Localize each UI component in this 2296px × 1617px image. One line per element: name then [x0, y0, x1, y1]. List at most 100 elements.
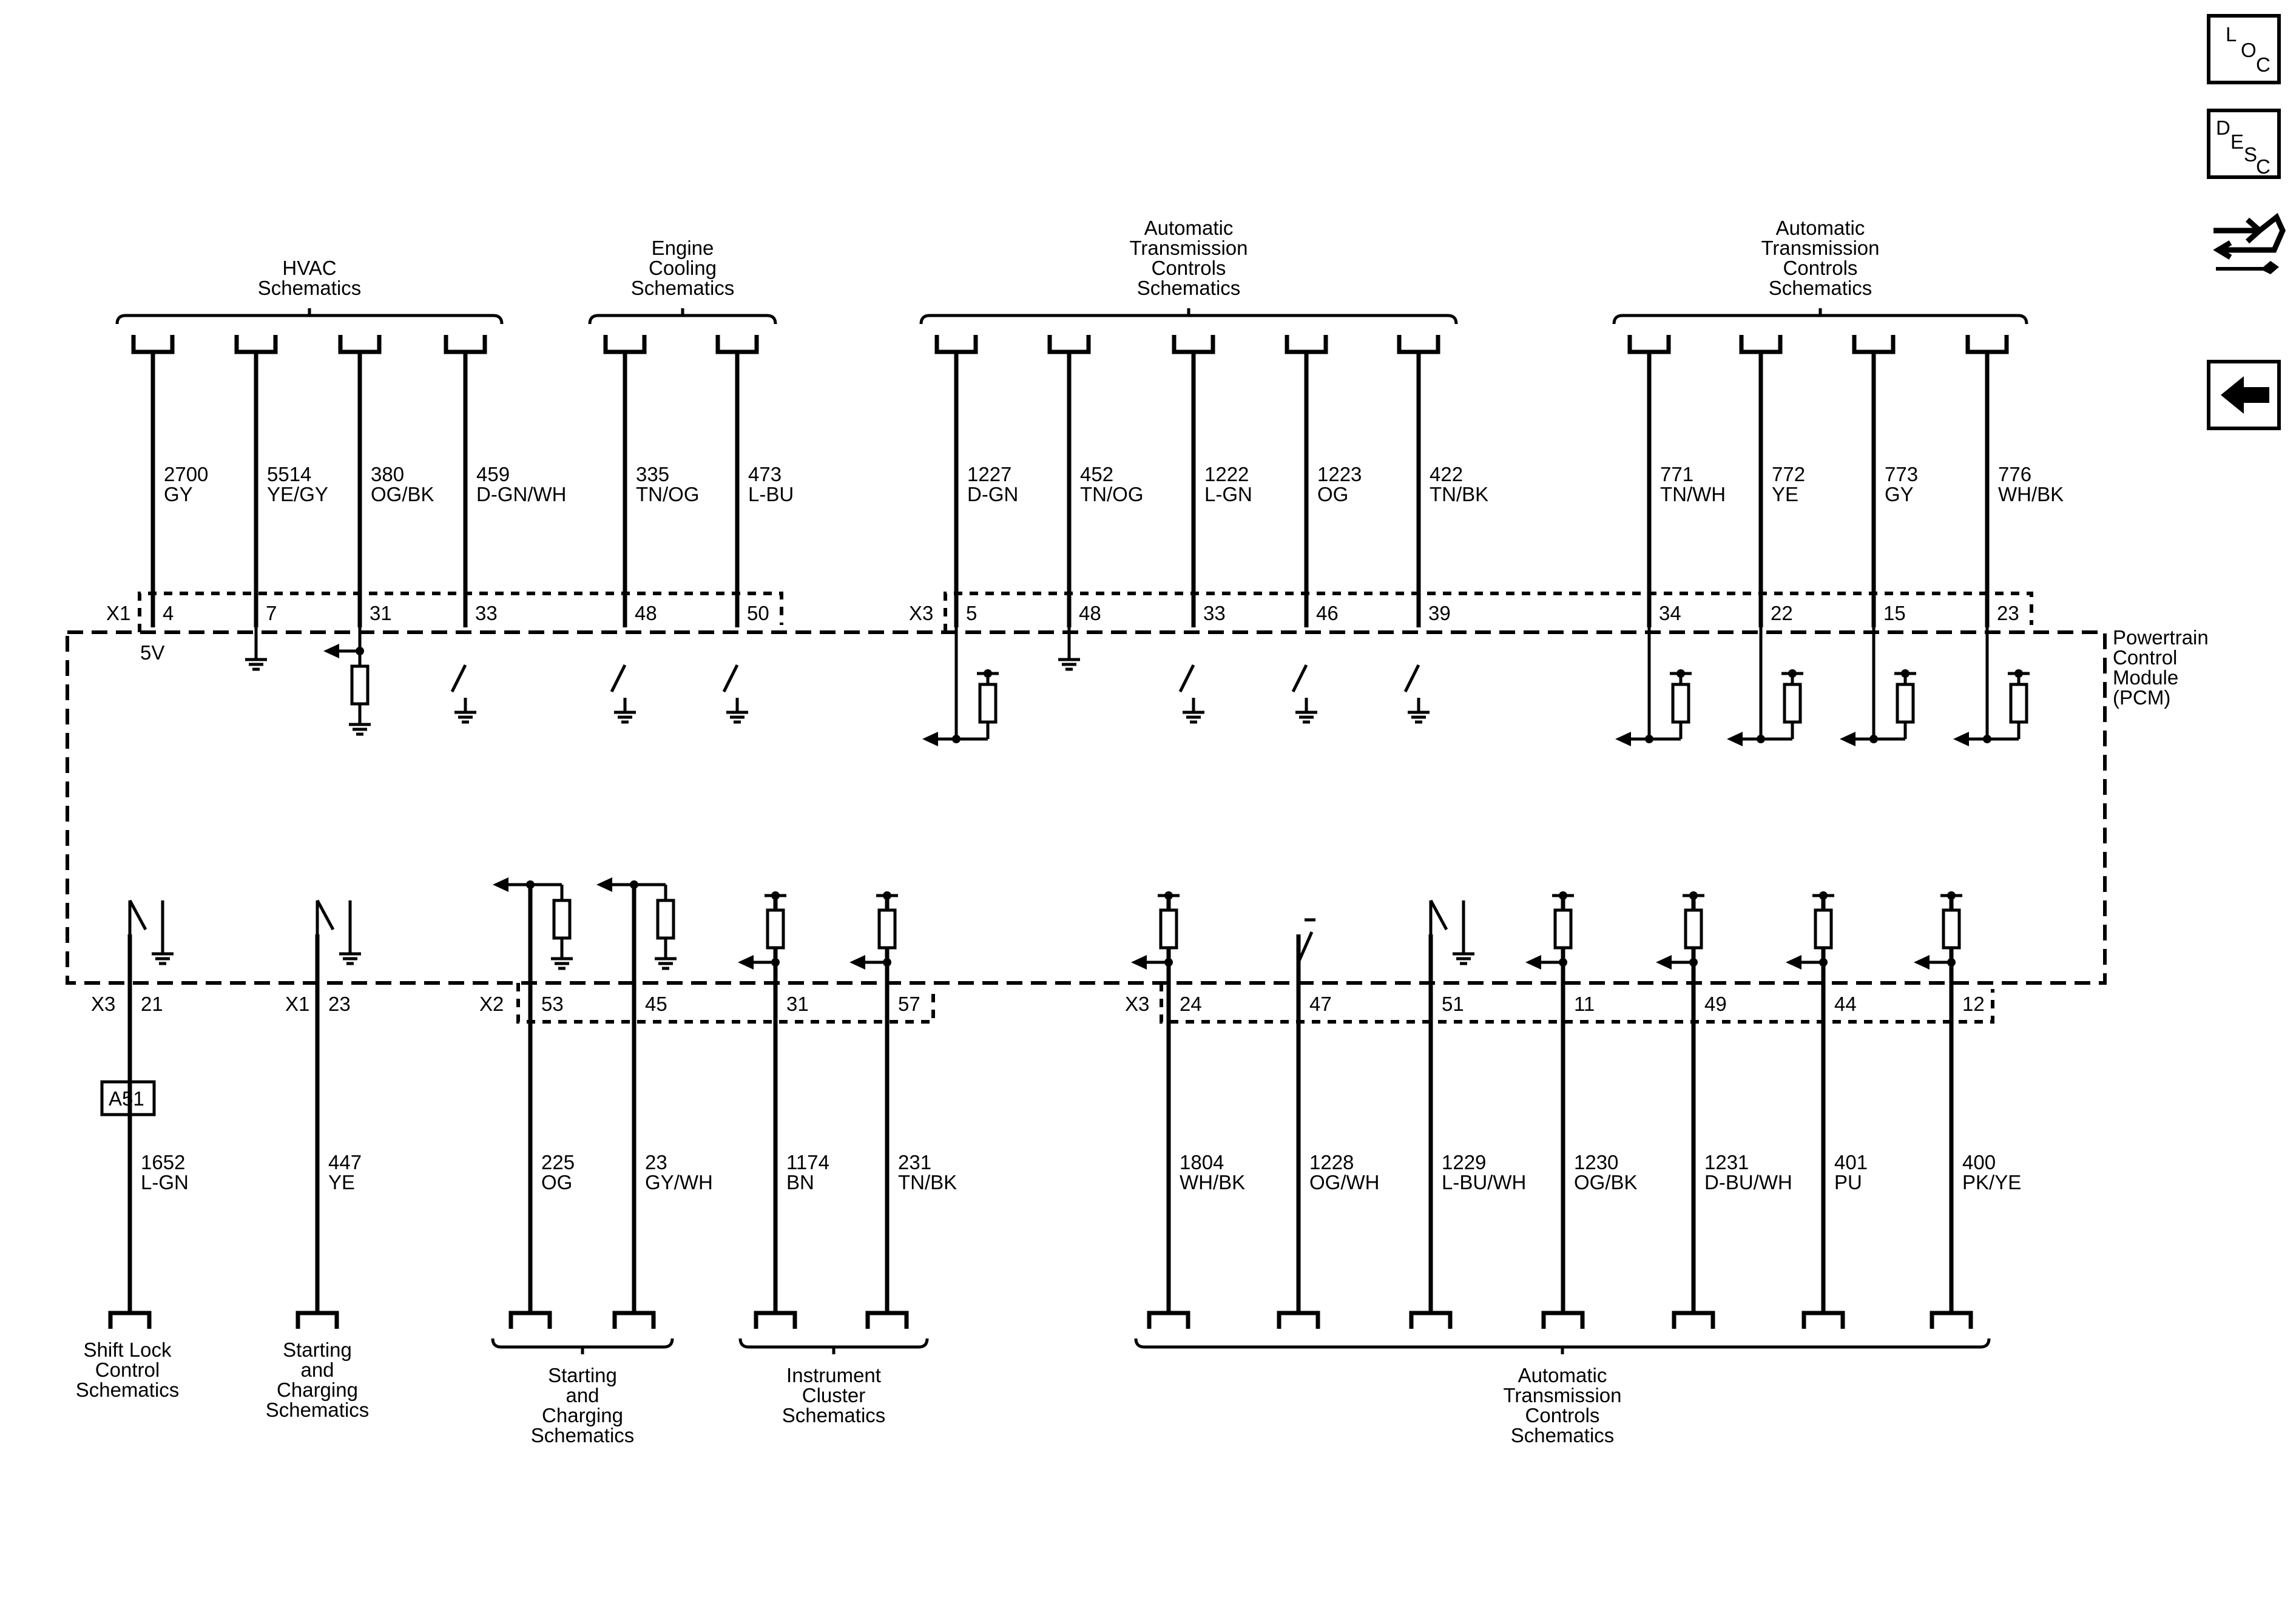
pin-number: 44 — [1834, 993, 1857, 1015]
connector-terminal — [1852, 335, 1896, 354]
pin-number: 34 — [1659, 602, 1681, 624]
loc-letter-l: L — [2226, 23, 2237, 46]
wire-color: TN/BK — [1430, 483, 1488, 505]
circuit-number: 422 — [1430, 463, 1463, 485]
pin-number: 5 — [966, 602, 977, 624]
desc-button[interactable]: D E S C — [2207, 109, 2281, 179]
connector-x3-label: X3 — [909, 602, 933, 624]
wire-color: TN/OG — [1080, 483, 1144, 505]
back-arrow-icon[interactable] — [2207, 360, 2281, 430]
wire-color: GY — [164, 483, 193, 505]
wire-color: YE — [1772, 483, 1798, 505]
circuit-number: 447 — [328, 1151, 362, 1173]
switch-contact — [1429, 899, 1448, 931]
group-label-line: and — [300, 1359, 334, 1381]
five-volt-label: 5V — [140, 641, 164, 664]
pin-number: 24 — [1180, 993, 1202, 1015]
circuit-number: 771 — [1660, 463, 1693, 485]
group-label-line: Controls — [1525, 1404, 1600, 1426]
wire-color: TN/WH — [1660, 483, 1726, 505]
group-label-line: Schematics — [1769, 277, 1872, 299]
pin-number: 33 — [1203, 602, 1226, 624]
circuit-number: 1230 — [1574, 1151, 1618, 1173]
svg-text:Control: Control — [2113, 646, 2177, 669]
connector-terminal — [1147, 1311, 1190, 1329]
group-label-line: Instrument — [786, 1364, 881, 1386]
circuit-number: 2700 — [164, 463, 208, 485]
connector-terminal — [715, 335, 759, 354]
svg-text:Module: Module — [2113, 666, 2178, 689]
group-label-line: Schematics — [76, 1379, 180, 1401]
wire-color: PK/YE — [1962, 1171, 2021, 1193]
group-label-line: Cooling — [649, 257, 717, 279]
switch-contact — [1178, 664, 1195, 693]
pin-number: 7 — [266, 602, 277, 624]
group-bracket — [738, 1338, 929, 1349]
pin-number: 21 — [141, 993, 163, 1015]
circuit-number: 1228 — [1309, 1151, 1354, 1173]
group-label-line: Engine — [652, 237, 714, 259]
group-label-line: Charging — [542, 1404, 623, 1426]
connector-terminal — [1047, 335, 1091, 354]
pin-number: 48 — [1079, 602, 1101, 624]
connector-terminal — [338, 335, 382, 354]
connector-x2-label: X2 — [479, 993, 504, 1015]
pin-number: 45 — [645, 993, 667, 1015]
connector-x1-top-box — [138, 592, 783, 632]
group-label-line: Schematics — [782, 1404, 886, 1426]
pin-number: 57 — [898, 993, 920, 1015]
loc-letter-c: C — [2256, 53, 2271, 76]
wire-color: L-GN — [141, 1171, 189, 1193]
bottom-connector-labels: X3 X1 X2 X3 — [91, 993, 1149, 1015]
circuit-number: 1223 — [1317, 463, 1362, 485]
pin-number: 47 — [1309, 993, 1332, 1015]
group-label-line: Transmission — [1130, 237, 1248, 259]
connector-terminal — [1672, 1311, 1715, 1329]
pin-number: 39 — [1428, 602, 1451, 624]
pin-number: 48 — [635, 602, 657, 624]
switch-contact — [722, 664, 739, 693]
connector-terminal — [612, 1311, 656, 1329]
group-label-line: Charging — [277, 1379, 358, 1401]
pin-number: 15 — [1883, 602, 1906, 624]
connector-x2-bottom-box — [516, 983, 935, 1024]
pcm-module-label: Powertrain Control Module (PCM) — [2113, 626, 2209, 709]
loc-button[interactable]: L O C — [2207, 14, 2281, 84]
wire-color: OG/BK — [371, 483, 434, 505]
connector-terminal — [754, 1311, 797, 1329]
wire-color: GY — [1885, 483, 1914, 505]
wire-color: L-BU/WH — [1442, 1171, 1526, 1193]
pin-number: 31 — [786, 993, 809, 1015]
group-label-line: Control — [95, 1359, 160, 1381]
connector-x3-label: X3 — [1125, 993, 1149, 1015]
pin-number: 4 — [163, 602, 174, 624]
connector-terminal — [108, 1311, 152, 1329]
switch-contact — [1297, 931, 1314, 964]
connector-end-view-icon[interactable] — [2213, 212, 2286, 274]
wire-color: L-GN — [1204, 483, 1252, 505]
group-label-line: Cluster — [802, 1384, 866, 1406]
connector-terminal — [1409, 1311, 1453, 1329]
pin-number: 53 — [541, 993, 564, 1015]
group-label-line: HVAC — [282, 257, 336, 279]
circuit-number: 400 — [1962, 1151, 1996, 1173]
pin-number: 51 — [1442, 993, 1464, 1015]
connector-terminal — [1627, 335, 1671, 354]
